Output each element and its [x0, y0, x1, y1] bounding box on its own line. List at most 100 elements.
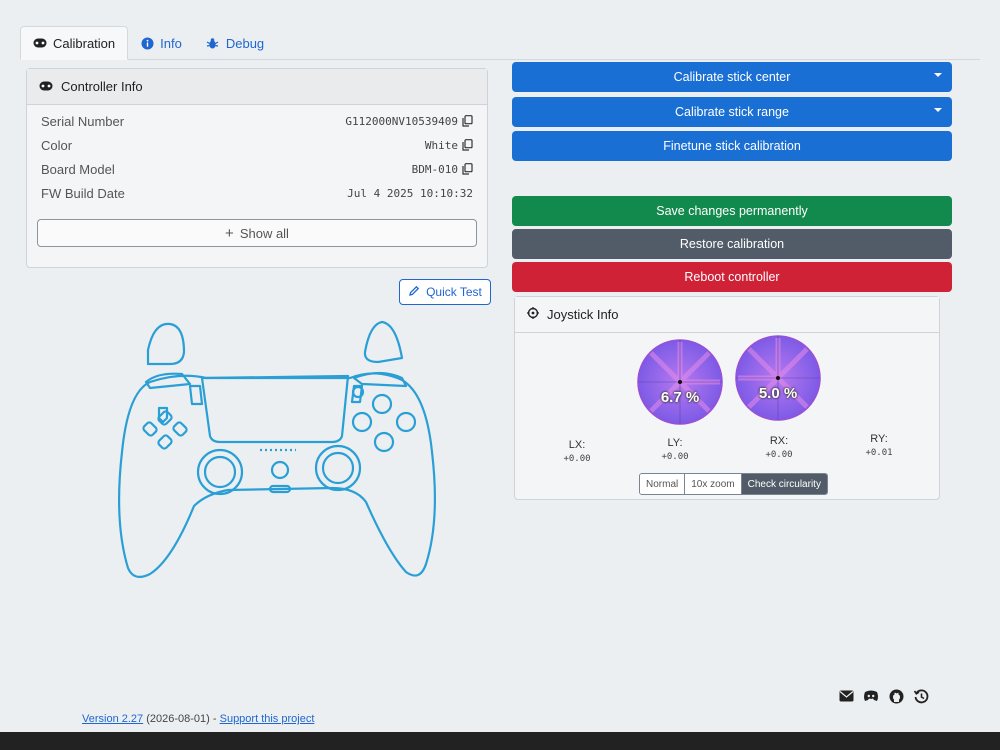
plus-icon: + [225, 224, 234, 242]
board-model-value: BDM-010 [412, 163, 473, 176]
gamepad-icon [33, 36, 47, 50]
discord-icon[interactable] [863, 688, 879, 704]
mode-10x-zoom[interactable]: 10x zoom [685, 474, 742, 494]
serial-number-label: Serial Number [41, 113, 125, 129]
right-stick-ring [314, 444, 362, 492]
show-all-label: Show all [239, 225, 289, 241]
info-row-serial: Serial Number G112000NV10539409 [27, 109, 487, 133]
tab-info[interactable]: Info [128, 26, 194, 60]
reboot-controller-button[interactable]: Reboot controller [512, 262, 952, 292]
gamepad-illustration [117, 320, 437, 579]
options-button [350, 384, 364, 404]
caret-down-icon [934, 73, 942, 77]
color-value: White [425, 139, 473, 152]
pencil-icon [408, 285, 420, 300]
mail-icon[interactable] [838, 688, 854, 704]
controller-info-card: Controller Info Serial Number G112000NV1… [26, 68, 488, 268]
tab-bar: Calibration Info Debug [20, 26, 980, 60]
version-link[interactable]: Version 2.27 [82, 713, 144, 725]
axis-rx: RX: +0.00 [749, 435, 809, 460]
cross-button [373, 431, 395, 453]
board-model-label: Board Model [41, 161, 115, 177]
tab-info-label: Info [160, 35, 182, 51]
left-circularity-value: 6.7 % [660, 389, 700, 406]
finetune-stick-calibration-button[interactable]: Finetune stick calibration [512, 131, 952, 161]
gamepad-icon [39, 79, 53, 94]
axis-ly: LY: +0.00 [645, 437, 705, 462]
triangle-button [371, 393, 393, 415]
controller-info-header: Controller Info [27, 69, 487, 105]
finetune-label: Finetune stick calibration [663, 139, 801, 153]
reboot-controller-label: Reboot controller [684, 270, 780, 284]
mode-check-circularity[interactable]: Check circularity [741, 474, 827, 494]
left-stick-ring [196, 448, 244, 496]
tab-calibration[interactable]: Calibration [20, 26, 129, 60]
info-row-color: Color White [27, 133, 487, 157]
copy-icon[interactable] [462, 115, 473, 127]
support-link[interactable]: Support this project [219, 713, 315, 725]
history-icon[interactable] [913, 688, 929, 704]
right-circularity-value: 5.0 % [758, 385, 798, 402]
right-stick-circularity: 5.0 % [735, 335, 821, 421]
serial-number-text: G112000NV10539409 [345, 114, 458, 128]
axis-lx-label: LX: [568, 439, 586, 451]
dpad-center-up [157, 410, 173, 426]
show-all-button[interactable]: + Show all [37, 219, 477, 247]
footer-separator: - [212, 713, 217, 725]
caret-down-icon [934, 108, 942, 112]
axis-rx-value: +0.00 [765, 450, 793, 460]
calibrate-stick-range-button[interactable]: Calibrate stick range [512, 97, 952, 127]
small-face-button [351, 385, 365, 399]
right-circularity-plot [735, 335, 821, 421]
joystick-info-title: Joystick Info [547, 307, 619, 322]
controller-body [117, 372, 437, 579]
calibrate-stick-range-label: Calibrate stick range [675, 105, 789, 119]
square-button [351, 411, 373, 433]
axis-ry-label: RY: [870, 433, 888, 445]
save-changes-button[interactable]: Save changes permanently [512, 196, 952, 226]
copy-icon[interactable] [462, 163, 473, 175]
right-trigger [363, 320, 404, 364]
joystick-info-header: Joystick Info [515, 297, 939, 333]
left-stick-circularity: 6.7 % [637, 339, 723, 425]
left-trigger [146, 322, 186, 366]
ps-button [270, 460, 290, 480]
copy-icon[interactable] [462, 139, 473, 151]
github-icon[interactable] [888, 688, 904, 704]
axis-lx: LX: +0.00 [547, 439, 607, 464]
right-stick [321, 451, 355, 485]
controller-info-title: Controller Info [61, 79, 143, 94]
dpad-right [172, 421, 188, 437]
calibrate-stick-center-label: Calibrate stick center [673, 70, 791, 84]
axis-ly-value: +0.00 [661, 452, 689, 462]
crosshair-icon [527, 307, 539, 322]
monitor-bezel [0, 732, 1000, 750]
tab-debug[interactable]: Debug [194, 26, 276, 60]
circle-button [395, 411, 417, 433]
tab-calibration-label: Calibration [53, 35, 116, 51]
calibrate-stick-center-button[interactable]: Calibrate stick center [512, 62, 952, 92]
footer-icon-bar [838, 688, 929, 704]
quick-test-label: Quick Test [426, 285, 482, 299]
fw-build-date-value: Jul 4 2025 10:10:32 [347, 186, 473, 200]
touchpad [200, 374, 350, 444]
left-stick [203, 455, 237, 489]
joystick-info-card: Joystick Info 6.7 % [514, 296, 940, 500]
controller-info-rows: Serial Number G112000NV10539409 Color Wh… [27, 105, 487, 205]
dpad-left [142, 421, 158, 437]
mute-button [268, 484, 292, 494]
version-date: (2026-08-01) [146, 713, 210, 725]
tab-debug-label: Debug [225, 35, 265, 51]
axis-ry-value: +0.01 [865, 448, 893, 458]
save-changes-label: Save changes permanently [656, 204, 808, 218]
color-text: White [424, 138, 458, 152]
axis-lx-value: +0.00 [563, 454, 591, 464]
mode-normal[interactable]: Normal [640, 474, 686, 494]
axis-ry: RY: +0.01 [849, 433, 909, 458]
color-label: Color [41, 137, 73, 153]
restore-calibration-button[interactable]: Restore calibration [512, 229, 952, 259]
quick-test-button[interactable]: Quick Test [399, 279, 491, 305]
left-bumper [144, 372, 192, 390]
axis-rx-label: RX: [769, 435, 789, 447]
restore-calibration-label: Restore calibration [679, 237, 785, 251]
